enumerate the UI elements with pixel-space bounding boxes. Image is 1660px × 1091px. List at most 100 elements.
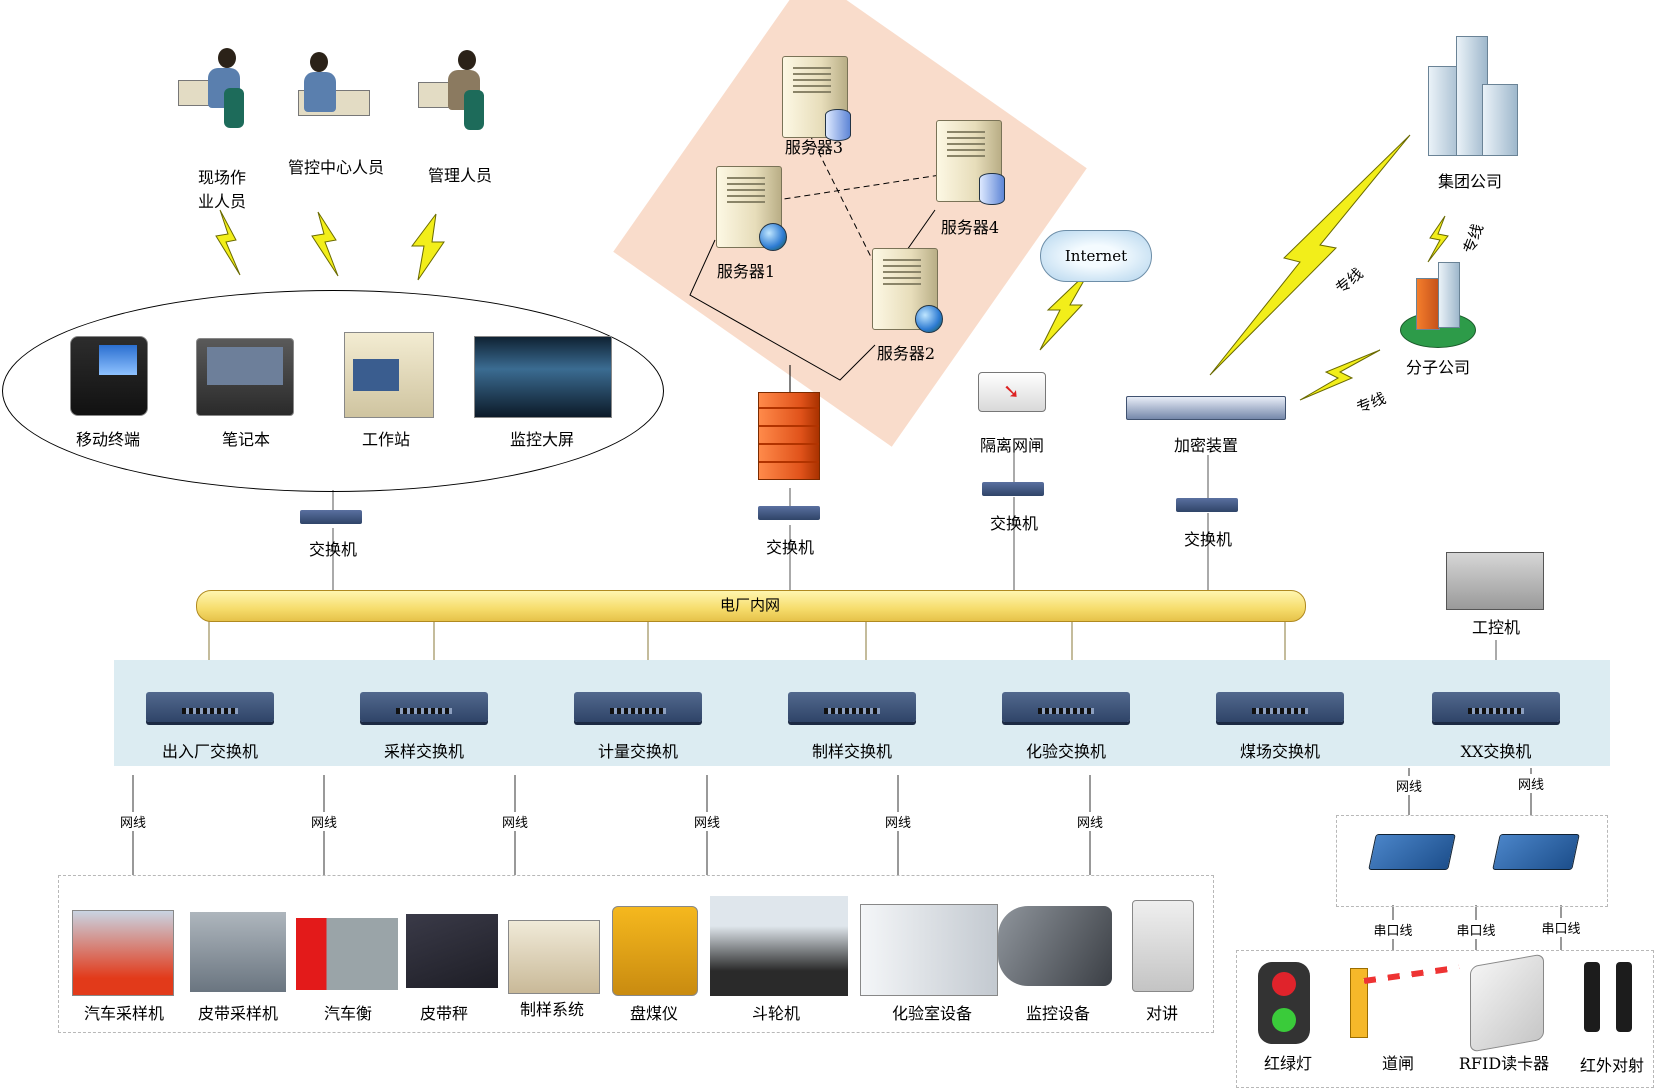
isolation-gateway-icon: ➘ (978, 372, 1046, 412)
core-switch-coal-yard (1216, 692, 1344, 722)
cable-label-7: 网线 (1395, 776, 1423, 795)
terminal-label-laptop: 笔记本 (221, 430, 271, 449)
preparation-system-image (508, 920, 600, 994)
core-switch-entry-exit (146, 692, 274, 722)
bucket-wheel-image (710, 896, 848, 996)
belt-scale-image (406, 914, 498, 988)
field-operator-person (178, 44, 250, 136)
core-switch-label-lab: 化验交换机 (1025, 742, 1107, 761)
cable-label-2: 网线 (310, 812, 338, 831)
terminal-label-mobile: 移动终端 (75, 430, 141, 449)
core-switch-label-coal-yard: 煤场交换机 (1239, 742, 1321, 761)
plant-intranet-backbone (196, 590, 1306, 622)
server-3-label: 服务器3 (784, 138, 844, 157)
internet-label: Internet (1064, 247, 1128, 265)
server-4-icon (936, 120, 1005, 205)
infrared-sensor-left-icon (1584, 962, 1600, 1032)
field-device-label-belt-sampler: 皮带采样机 (197, 1004, 279, 1023)
subsidiary-tower-icon (1438, 262, 1460, 328)
switch-icon-terminals (300, 510, 362, 524)
terminal-label-workstation: 工作站 (361, 430, 411, 449)
monitoring-wall-icon (474, 336, 612, 418)
field-device-label-lab-equipment: 化验室设备 (891, 1004, 973, 1023)
switch-label-gateway: 交换机 (989, 514, 1039, 533)
field-device-label-truck-sampler: 汽车采样机 (83, 1004, 165, 1023)
workstation-icon (344, 332, 434, 418)
encryption-device-icon (1126, 396, 1286, 420)
core-switch-label-sampling: 采样交换机 (383, 742, 465, 761)
server-3-icon (782, 56, 851, 141)
isolation-gateway-label: 隔离网闸 (979, 436, 1045, 455)
peripheral-device-group (1236, 950, 1654, 1088)
cable-label-4: 网线 (693, 812, 721, 831)
field-device-label-belt-scale: 皮带秤 (419, 1004, 469, 1023)
lab-equipment-image (860, 904, 998, 996)
manager-label: 管理人员 (427, 166, 493, 185)
core-switch-sampling (360, 692, 488, 722)
serial-cable-label-3: 串口线 (1541, 918, 1581, 937)
belt-sampler-image (190, 912, 286, 992)
surveillance-camera-image (998, 906, 1112, 986)
core-switch-label-entry-exit: 出入厂交换机 (161, 742, 259, 761)
switch-icon-encryption (1176, 498, 1238, 512)
server-2-label: 服务器2 (876, 344, 936, 363)
server-4-label: 服务器4 (940, 218, 1000, 237)
manager-person (418, 46, 490, 138)
truck-scale-image (296, 918, 398, 990)
coal-inventory-meter-image (612, 906, 698, 996)
switch-label-terminals: 交换机 (308, 540, 358, 559)
peripheral-label-rfid: RFID读卡器 (1458, 1054, 1550, 1073)
server-2-icon (872, 248, 943, 333)
firewall-icon (758, 392, 820, 480)
peripheral-label-infrared: 红外对射 (1579, 1056, 1645, 1075)
cable-label-5: 网线 (884, 812, 912, 831)
group-company-label: 集团公司 (1437, 172, 1503, 191)
terminal-label-monitor-wall: 监控大屏 (509, 430, 575, 449)
cable-label-6: 网线 (1076, 812, 1104, 831)
field-device-label-truck-scale: 汽车衡 (323, 1004, 373, 1023)
truck-sampler-image (72, 910, 174, 996)
internet-cloud: Internet (1040, 230, 1152, 282)
mobile-terminal-icon (70, 336, 148, 416)
cable-label-1: 网线 (119, 812, 147, 831)
serial-converter-1-icon (1368, 834, 1456, 870)
infrared-sensor-right-icon (1616, 962, 1632, 1032)
switch-icon-gateway (982, 482, 1044, 496)
peripheral-label-traffic-light: 红绿灯 (1263, 1054, 1313, 1073)
converter-group (1336, 815, 1608, 907)
terminal-group (2, 290, 664, 492)
field-device-label-preparation-system: 制样系统 (519, 1000, 585, 1019)
rfid-reader-icon (1470, 953, 1544, 1053)
industrial-pc-label: 工控机 (1471, 618, 1521, 637)
intercom-image (1132, 900, 1194, 992)
serial-converter-2-icon (1492, 834, 1580, 870)
field-device-label-coal-meter: 盘煤仪 (629, 1004, 679, 1023)
server-1-icon (716, 166, 787, 251)
control-center-person (288, 48, 388, 140)
core-switch-lab (1002, 692, 1130, 722)
core-switch-label-preparation: 制样交换机 (811, 742, 893, 761)
peripheral-label-barrier-gate: 道闸 (1381, 1054, 1415, 1073)
laptop-icon (196, 338, 294, 416)
subsidiary-label: 分子公司 (1405, 358, 1471, 377)
encryption-device-label: 加密装置 (1173, 436, 1239, 455)
core-switch-metering (574, 692, 702, 722)
field-device-group (58, 875, 1214, 1033)
cable-label-3: 网线 (501, 812, 529, 831)
core-switch-preparation (788, 692, 916, 722)
field-device-label-bucket-wheel: 斗轮机 (751, 1004, 801, 1023)
core-switch-label-xx: XX交换机 (1460, 742, 1532, 761)
field-operator-label: 现场作 业人员 (197, 168, 247, 211)
subsidiary-building-icon (1416, 278, 1440, 330)
core-switch-xx (1432, 692, 1560, 722)
serial-cable-label-1: 串口线 (1373, 920, 1413, 939)
field-device-label-surveillance: 监控设备 (1025, 1004, 1091, 1023)
core-switch-label-metering: 计量交换机 (597, 742, 679, 761)
cable-label-8: 网线 (1517, 774, 1545, 793)
serial-cable-label-2: 串口线 (1456, 920, 1496, 939)
traffic-light-icon (1258, 962, 1310, 1044)
control-center-label: 管控中心人员 (287, 158, 385, 177)
switch-label-firewall: 交换机 (765, 538, 815, 557)
barrier-gate-post-icon (1350, 968, 1368, 1038)
